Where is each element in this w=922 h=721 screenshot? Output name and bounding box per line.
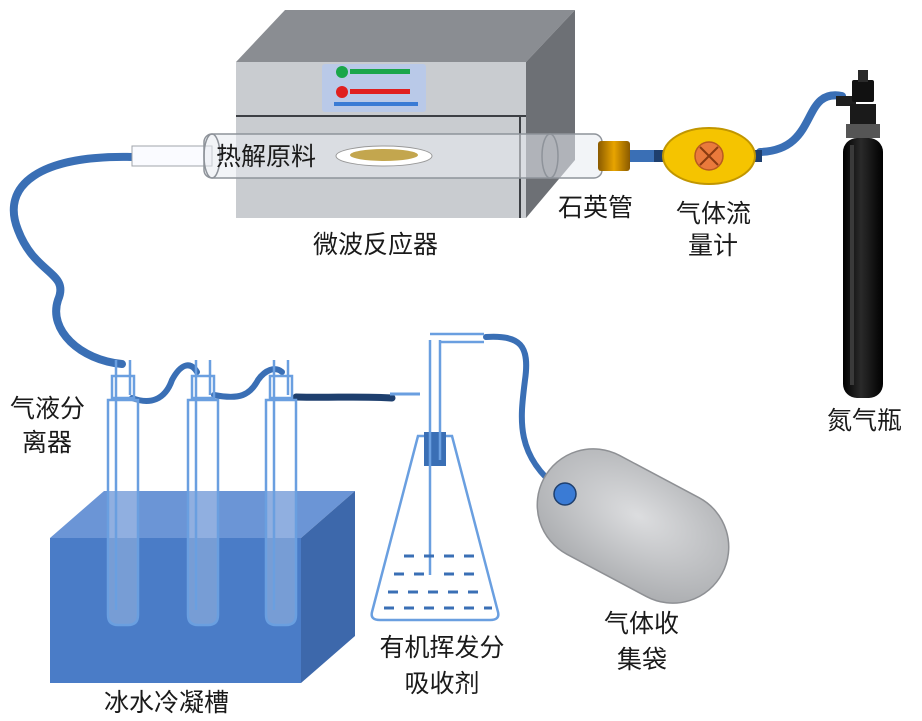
indicator-green-light	[336, 66, 348, 78]
separator-1	[106, 360, 140, 627]
tube-separator-to-absorber	[292, 393, 396, 402]
indicator-red-light	[336, 86, 348, 98]
tubing	[9, 91, 846, 493]
gas-collection-bag	[536, 448, 730, 604]
tube-reactor-to-separator	[9, 152, 136, 368]
separator-3	[264, 360, 298, 627]
separator-2	[186, 360, 220, 627]
label-microwave-reactor: 微波反应器	[313, 230, 439, 259]
ice-water-bath	[50, 491, 355, 683]
label-quartz-tube: 石英管	[558, 193, 634, 222]
tube-absorber-to-bag	[483, 333, 563, 493]
tube-flowmeter-to-cylinder	[756, 91, 846, 156]
label-gas-bag-1: 气体收	[604, 609, 680, 638]
gas-liquid-separators	[106, 360, 298, 627]
bag-inlet	[553, 482, 577, 506]
nitrogen-cylinder	[836, 70, 883, 398]
raw-material-boat	[335, 145, 433, 167]
absorbent-liquid	[384, 554, 492, 610]
tube-separator-2-3	[211, 366, 285, 400]
quartz-tube	[131, 133, 662, 179]
label-gas-flowmeter-2: 量计	[688, 231, 739, 260]
label-raw-material: 热解原料	[216, 142, 317, 171]
gas-flowmeter	[654, 127, 762, 185]
label-ice-water-bath: 冰水冷凝槽	[104, 688, 230, 717]
tube-end-cap	[598, 141, 630, 171]
label-gas-liquid-separator-2: 离器	[22, 428, 73, 457]
tube-separator-1-2	[129, 362, 200, 404]
label-gas-bag-2: 集袋	[617, 645, 668, 674]
label-organic-absorbent-1: 有机挥发分	[379, 633, 505, 662]
label-nitrogen-cylinder: 氮气瓶	[827, 406, 903, 435]
label-gas-flowmeter-1: 气体流	[676, 199, 752, 228]
label-organic-absorbent-2: 吸收剂	[404, 669, 480, 698]
absorber-flask	[370, 332, 500, 622]
label-gas-liquid-separator-1: 气液分	[10, 394, 86, 423]
control-panel	[322, 64, 426, 112]
microwave-reactor	[236, 10, 575, 218]
